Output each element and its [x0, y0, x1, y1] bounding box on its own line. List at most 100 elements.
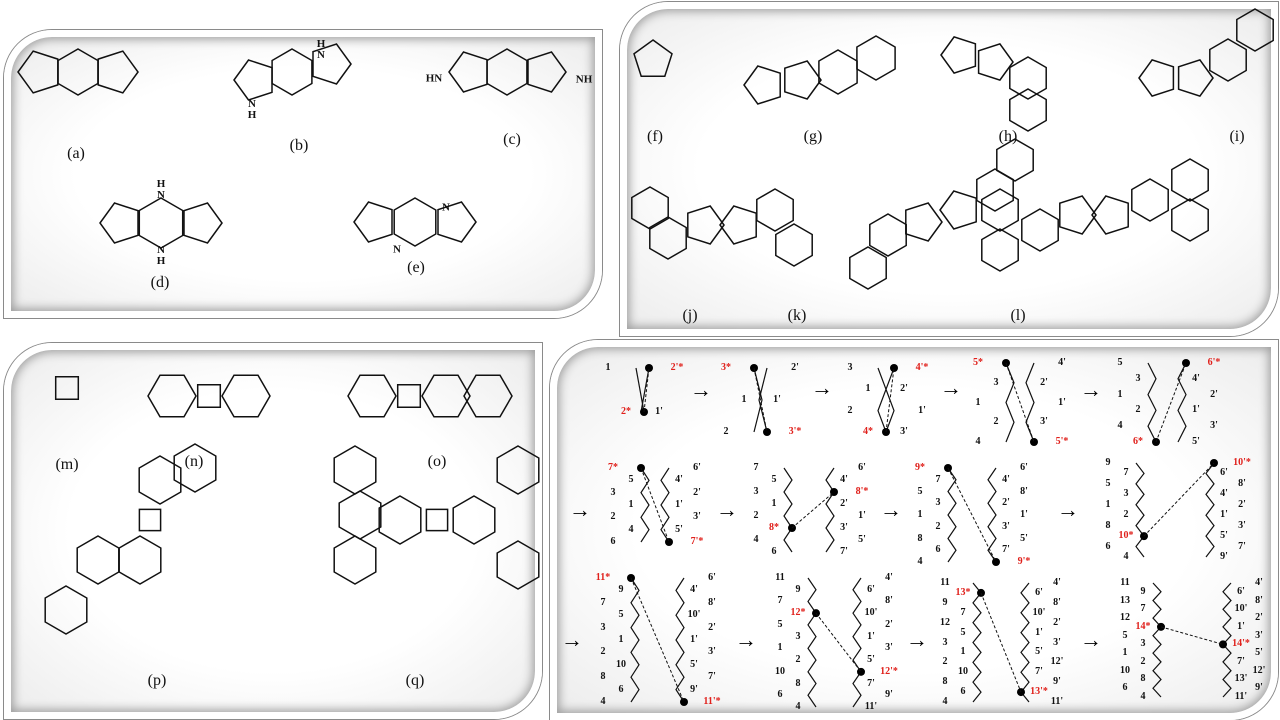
- caption-e: (e): [407, 259, 425, 276]
- reaction-arrow-icon: →: [811, 375, 833, 400]
- ring-e-pent-2: [437, 201, 477, 243]
- atom-number-label: 11: [940, 577, 950, 588]
- ring-l-hex-6: [1171, 158, 1209, 202]
- atom-number-label: 1': [1237, 620, 1245, 632]
- ring-c-pent-0: [448, 51, 488, 93]
- new-bond-dashed: [1155, 362, 1187, 443]
- atom-number-label: 6: [1105, 540, 1111, 552]
- ring-p-hex-1: [76, 535, 120, 585]
- new-bond-dashed: [885, 367, 895, 433]
- atom-number-label: 10': [687, 609, 701, 621]
- active-atom-label: 12'*: [880, 665, 898, 677]
- caption-q: (q): [405, 672, 425, 689]
- atom-number-label: 5: [1117, 357, 1123, 368]
- ring-j-hex-4: [756, 188, 794, 232]
- active-atom-label: 14*: [1135, 620, 1151, 632]
- atom-number-label: 8': [1020, 485, 1028, 497]
- atom-label-d-nh-bottom: N H: [156, 244, 166, 267]
- atom-number-label: 1: [741, 394, 747, 405]
- new-bond-dashed: [640, 467, 670, 543]
- carbon-chain: [852, 577, 862, 708]
- atom-number-label: 6: [935, 544, 941, 556]
- atom-number-label: 9: [1105, 457, 1111, 468]
- carbon-chain: [1025, 362, 1035, 443]
- ring-o-hex-0: [347, 374, 397, 418]
- atom-number-label: 12: [940, 616, 950, 628]
- atom-number-label: 11: [775, 572, 785, 583]
- atom-number-label: 8: [1140, 673, 1146, 685]
- active-atom-label: 7'*: [690, 536, 704, 547]
- reaction-arrow-icon: →: [1057, 497, 1079, 522]
- carbon-chain: [1222, 582, 1232, 698]
- atom-number-label: 5: [628, 474, 634, 486]
- ring-d-pent-2: [183, 202, 223, 244]
- step-bonds: [877, 364, 898, 436]
- caption-m: (m): [55, 456, 79, 473]
- active-atom-label: 10*: [1118, 530, 1134, 542]
- atom-number-label: 4: [917, 556, 923, 567]
- atom-number-label: 2': [693, 486, 701, 498]
- atom-number-label: 2: [942, 656, 948, 668]
- atom-number-label: 6': [1237, 585, 1245, 597]
- atom-number-label: 6': [708, 572, 716, 583]
- ring-l-hex-1: [981, 188, 1019, 232]
- ring-b-pent-0: [233, 59, 273, 101]
- step-bonds: [807, 577, 865, 708]
- active-atom-label: 2*: [621, 406, 631, 417]
- atom-number-label: 3: [935, 497, 941, 509]
- ring-p-hex-5: [173, 443, 217, 493]
- carbon-chain: [635, 367, 645, 413]
- step-bonds: [750, 364, 771, 436]
- ring-m-square-0: [54, 375, 80, 401]
- atom-number-label: 3': [885, 642, 893, 654]
- caption-c: (c): [503, 131, 521, 148]
- carbon-chain: [807, 577, 817, 708]
- ring-p-hex-2: [118, 535, 162, 585]
- atom-number-label: 5': [1255, 647, 1263, 659]
- atom-number-label: 3': [900, 426, 908, 437]
- atom-number-label: 1': [655, 406, 663, 417]
- atom-number-label: 1': [1020, 509, 1028, 520]
- ring-o-hex-2: [421, 374, 471, 418]
- atom-number-label: 1: [1117, 388, 1123, 400]
- carbon-chain: [1152, 582, 1162, 698]
- atom-number-label: 5': [690, 658, 698, 670]
- active-atom-label: 14'*: [1232, 638, 1250, 650]
- atom-number-label: 4': [1220, 488, 1228, 500]
- atom-number-label: 1: [917, 509, 923, 520]
- ring-l-hex-2: [981, 228, 1019, 272]
- atom-number-label: 3': [1040, 416, 1048, 428]
- ring-a-pent-2: [97, 50, 139, 94]
- ring-j-pent-2: [687, 205, 725, 245]
- atom-number-label: 2: [935, 520, 941, 532]
- atom-label-e-n-top: N: [442, 201, 450, 214]
- atom-number-label: 9': [1220, 551, 1228, 562]
- atom-number-label: 4': [1192, 372, 1200, 384]
- active-atom-label: 13'*: [1030, 686, 1048, 698]
- reaction-arrow-icon: →: [569, 497, 591, 522]
- radical-dot-icon: [1157, 622, 1165, 631]
- caption-a: (a): [67, 145, 85, 162]
- ring-c-pent-2: [527, 51, 567, 93]
- atom-number-label: 3': [840, 522, 848, 533]
- atom-number-label: 1: [1122, 647, 1128, 659]
- atom-number-label: 9': [690, 683, 698, 695]
- ring-k-hex-0: [849, 246, 887, 290]
- ring-o-square-1: [396, 383, 422, 409]
- ring-l-hex-5: [1131, 178, 1169, 222]
- atom-number-label: 4': [1058, 357, 1066, 368]
- radical-dot-icon: [1030, 438, 1038, 446]
- atom-number-label: 3: [1140, 638, 1146, 650]
- ring-b-hex-1: [271, 48, 313, 96]
- carbon-chain: [1205, 462, 1215, 558]
- atom-number-label: 4: [975, 436, 981, 447]
- ring-b-pent-2: [312, 43, 352, 85]
- caption-l: (l): [1010, 307, 1026, 324]
